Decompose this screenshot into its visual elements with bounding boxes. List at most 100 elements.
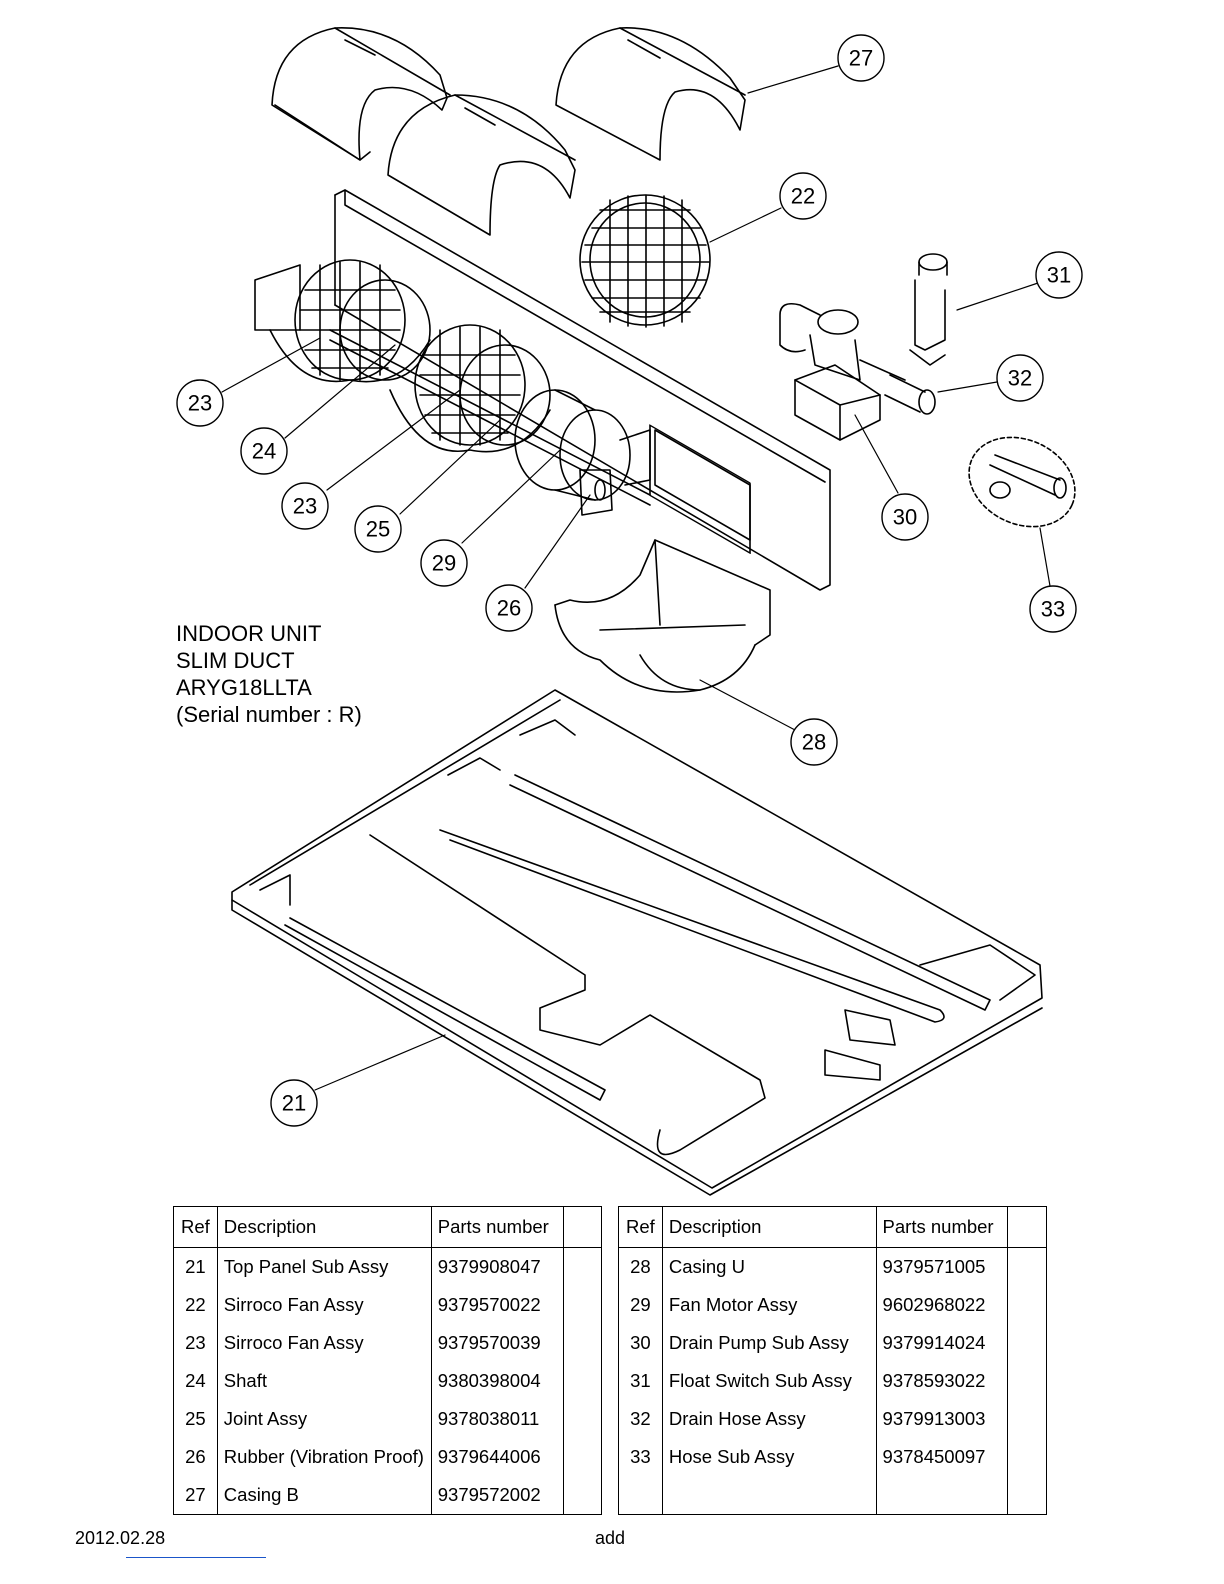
callout-label: 22 bbox=[791, 184, 815, 209]
top-panel-drawing bbox=[231, 689, 1043, 1196]
parts-number-cell: 9379914024 bbox=[875, 1324, 1009, 1362]
blank-cell bbox=[562, 1400, 603, 1438]
description-cell: Float Switch Sub Assy bbox=[661, 1362, 877, 1400]
callout-circle bbox=[281, 482, 329, 530]
parts-number-cell bbox=[875, 1476, 1009, 1515]
description-cell: Shaft bbox=[216, 1362, 432, 1400]
parts-number-cell: 9378593022 bbox=[875, 1362, 1009, 1400]
diagram-title: INDOOR UNIT SLIM DUCT ARYG18LLTA (Serial… bbox=[176, 620, 362, 728]
callout-circle bbox=[779, 172, 827, 220]
blank-cell bbox=[1007, 1438, 1047, 1476]
blank-cell bbox=[1007, 1286, 1047, 1324]
blank-cell bbox=[1007, 1247, 1047, 1286]
callout-32: 32 bbox=[996, 354, 1044, 402]
ref-cell: 30 bbox=[618, 1324, 663, 1362]
callout-23: 23 bbox=[176, 379, 224, 427]
description-cell: Drain Hose Assy bbox=[661, 1400, 877, 1438]
ref-cell: 33 bbox=[618, 1438, 663, 1476]
callout-circle bbox=[1029, 585, 1077, 633]
casing-b-right-drawing bbox=[555, 27, 746, 161]
callout-24: 24 bbox=[240, 427, 288, 475]
header-description: Description bbox=[216, 1206, 432, 1248]
callout-25: 25 bbox=[354, 505, 402, 553]
blank-cell bbox=[562, 1247, 603, 1286]
description-cell: Sirroco Fan Assy bbox=[216, 1286, 432, 1324]
parts-number-cell: 9379572002 bbox=[430, 1476, 564, 1515]
ref-cell: 29 bbox=[618, 1286, 663, 1324]
left-fan-assembly-drawing bbox=[254, 259, 431, 383]
callout-circle bbox=[837, 34, 885, 82]
sirroco-fan-22-drawing bbox=[579, 194, 711, 328]
parts-number-cell: 9602968022 bbox=[875, 1286, 1009, 1324]
callout-label: 25 bbox=[366, 517, 390, 542]
callout-circle bbox=[270, 1079, 318, 1127]
callout-label: 33 bbox=[1041, 597, 1065, 622]
title-line-1: INDOOR UNIT bbox=[176, 621, 322, 646]
callout-label: 23 bbox=[188, 391, 212, 416]
header-blank bbox=[562, 1206, 603, 1248]
title-line-3: ARYG18LLTA bbox=[176, 675, 312, 700]
shaft-24-drawing bbox=[329, 329, 651, 506]
callout-label: 31 bbox=[1047, 263, 1071, 288]
table-header-row: Ref Description Parts number bbox=[618, 1206, 1047, 1248]
callout-circle bbox=[485, 584, 533, 632]
description-cell: Fan Motor Assy bbox=[661, 1286, 877, 1324]
header-description: Description bbox=[661, 1206, 877, 1248]
callout-circle bbox=[1035, 251, 1083, 299]
blank-cell bbox=[562, 1286, 603, 1324]
callout-circle bbox=[176, 379, 224, 427]
parts-number-cell: 9380398004 bbox=[430, 1362, 564, 1400]
title-line-2: SLIM DUCT bbox=[176, 648, 295, 673]
callout-label: 26 bbox=[497, 596, 521, 621]
footer-link-underline bbox=[126, 1557, 266, 1558]
middle-fan-assembly-drawing bbox=[389, 324, 551, 453]
description-cell: Top Panel Sub Assy bbox=[216, 1247, 432, 1286]
ref-cell: 32 bbox=[618, 1400, 663, 1438]
callout-circle bbox=[790, 718, 838, 766]
callout-27: 27 bbox=[837, 34, 885, 82]
callout-26: 26 bbox=[485, 584, 533, 632]
description-cell: Sirroco Fan Assy bbox=[216, 1324, 432, 1362]
casing-b-middle-drawing bbox=[387, 94, 576, 236]
blank-cell bbox=[562, 1438, 603, 1476]
callout-circle bbox=[996, 354, 1044, 402]
parts-number-cell: 9379570039 bbox=[430, 1324, 564, 1362]
parts-number-cell: 9379908047 bbox=[430, 1247, 564, 1286]
description-cell bbox=[661, 1476, 877, 1515]
back-panel-drawing bbox=[334, 189, 831, 591]
blank-cell bbox=[562, 1324, 603, 1362]
parts-number-cell: 9378038011 bbox=[430, 1400, 564, 1438]
header-blank bbox=[1007, 1206, 1047, 1248]
drain-pump-drawing bbox=[779, 302, 906, 441]
header-ref: Ref bbox=[173, 1206, 218, 1248]
table-row bbox=[618, 1476, 1047, 1515]
callout-label: 21 bbox=[282, 1091, 306, 1116]
header-parts-number: Parts number bbox=[875, 1206, 1009, 1248]
footer-date: 2012.02.28 bbox=[75, 1528, 166, 1548]
description-cell: Joint Assy bbox=[216, 1400, 432, 1438]
description-cell: Casing B bbox=[216, 1476, 432, 1515]
footer-note: add bbox=[595, 1528, 626, 1548]
blank-cell bbox=[562, 1476, 603, 1515]
description-cell: Hose Sub Assy bbox=[661, 1438, 877, 1476]
ref-cell: 28 bbox=[618, 1247, 663, 1286]
leader-lines bbox=[221, 65, 1051, 1091]
callout-28: 28 bbox=[790, 718, 838, 766]
parts-number-cell: 9379644006 bbox=[430, 1438, 564, 1476]
callout-23: 23 bbox=[281, 482, 329, 530]
header-ref: Ref bbox=[618, 1206, 663, 1248]
